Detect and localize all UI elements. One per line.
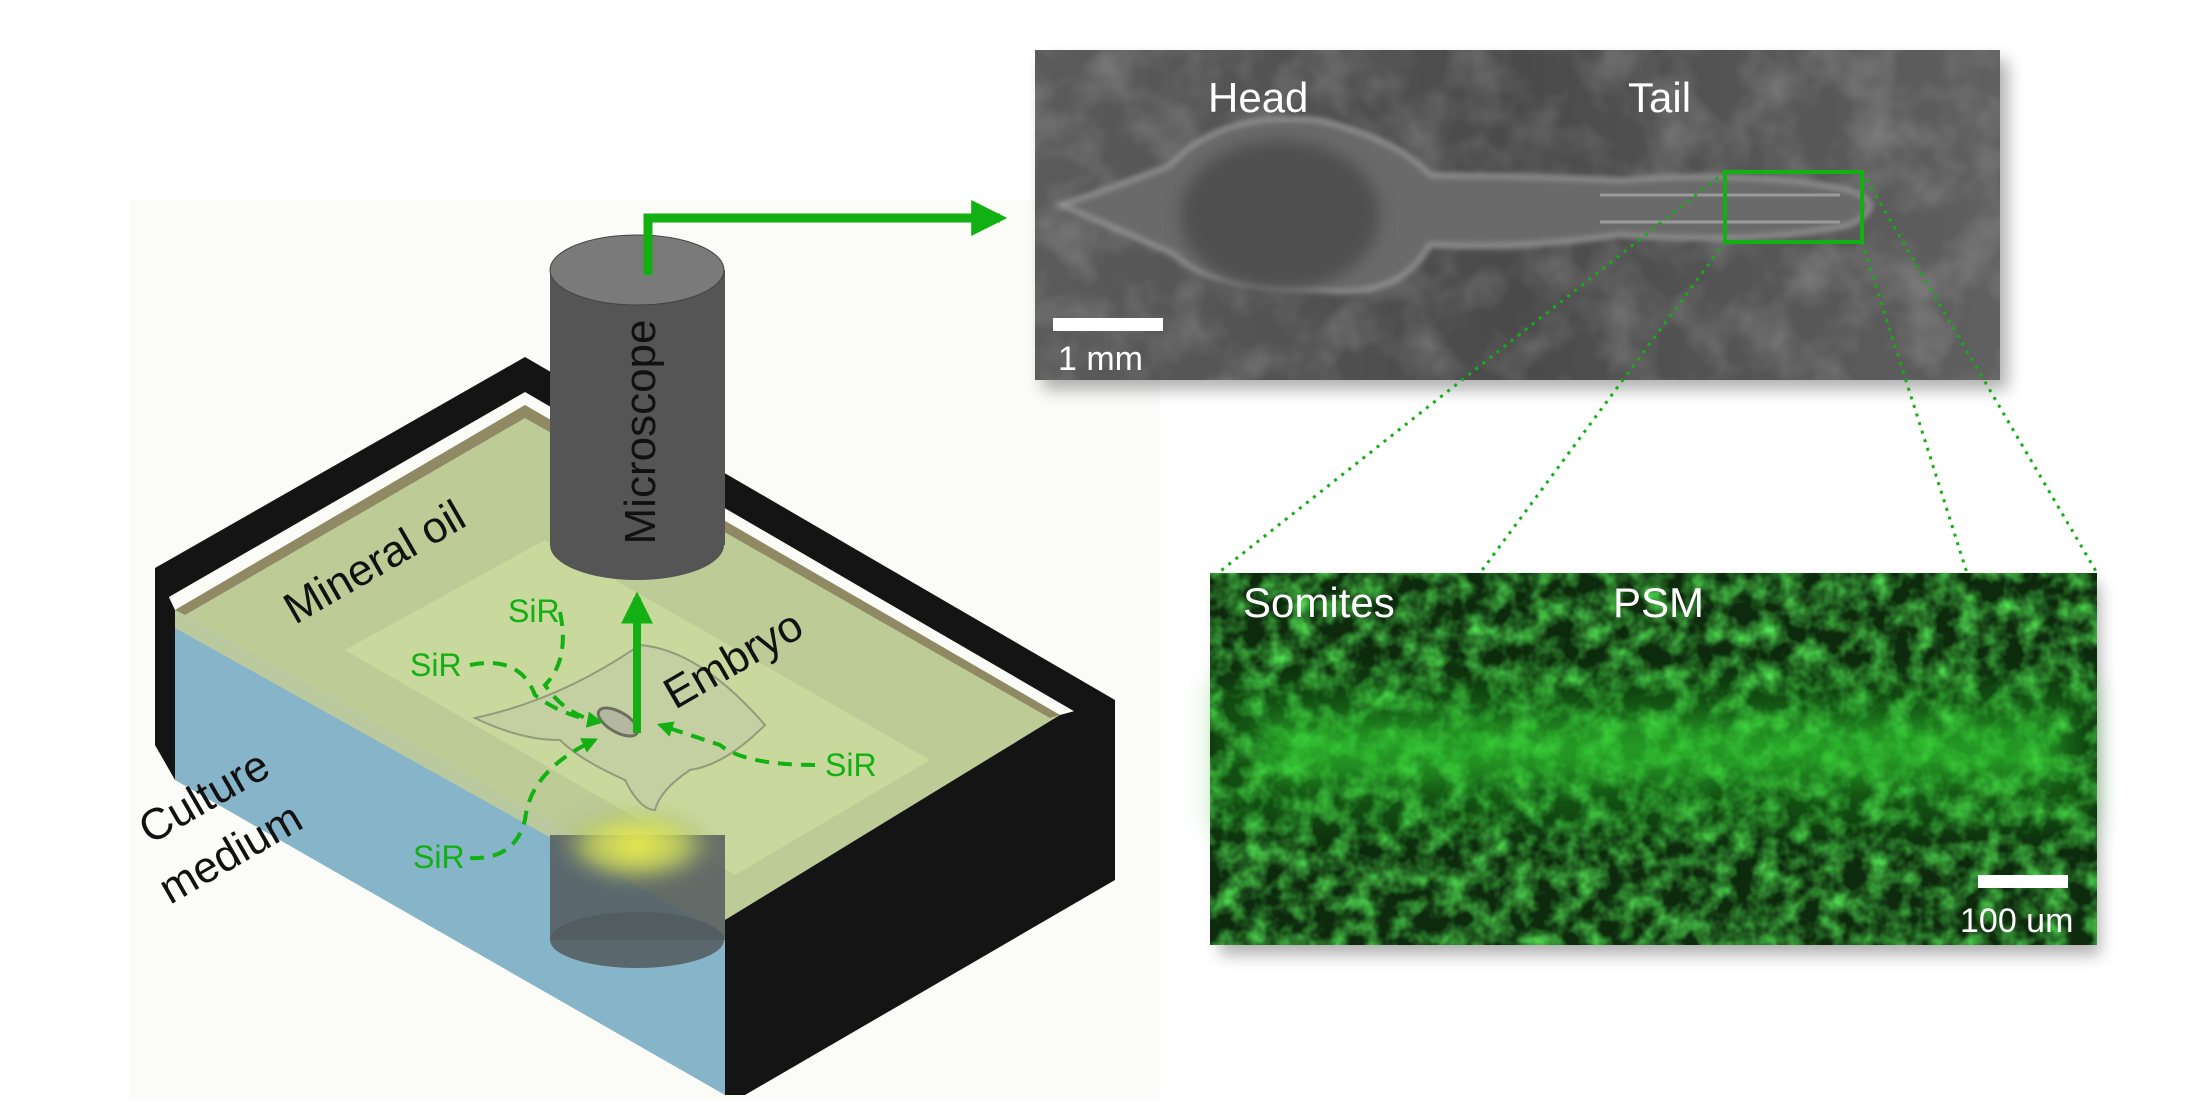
tail-label: Tail (1628, 74, 1691, 121)
dish-back-wall-left (155, 357, 525, 605)
lower-objective (550, 805, 725, 968)
microscope-to-image-arrow (643, 200, 1008, 275)
fluorescence-scale-bar (1978, 875, 2068, 888)
sir-diffusion-paths (469, 611, 816, 861)
sir-label-2: SiR (410, 647, 462, 683)
culture-medium-layer (175, 610, 725, 1095)
zoom-lines (1217, 170, 2099, 575)
dish-right-wall-top (725, 700, 1115, 935)
brightfield-scale-label: 1 mm (1058, 340, 1143, 378)
embryo-membrane (471, 643, 767, 812)
oil-rim (175, 405, 525, 615)
somites-label: Somites (1243, 579, 1395, 626)
arrows (621, 200, 1008, 733)
microscope-label: Microscope (616, 320, 665, 545)
fluorescence-panel: 100 um Somites PSM (1210, 573, 2100, 955)
fluorescence-scale-label: 100 um (1960, 902, 2073, 940)
somite-stripes (1600, 193, 1840, 224)
sir-label-1: SiR (508, 593, 560, 629)
brightfield-scale-bar (1053, 318, 1163, 331)
dish-front-wall-left (155, 568, 175, 780)
zoom-box (1723, 170, 1864, 244)
brightfield-panel: 1 mm Head Tail (1035, 50, 2008, 390)
sir-label-3: SiR (825, 747, 877, 783)
dish-right-wall (725, 700, 1115, 1095)
microscope (549, 234, 725, 580)
sir-label-4: SiR (413, 839, 465, 875)
head-label: Head (1208, 74, 1308, 121)
light-glow (557, 805, 717, 885)
psm-label: PSM (1613, 579, 1704, 626)
